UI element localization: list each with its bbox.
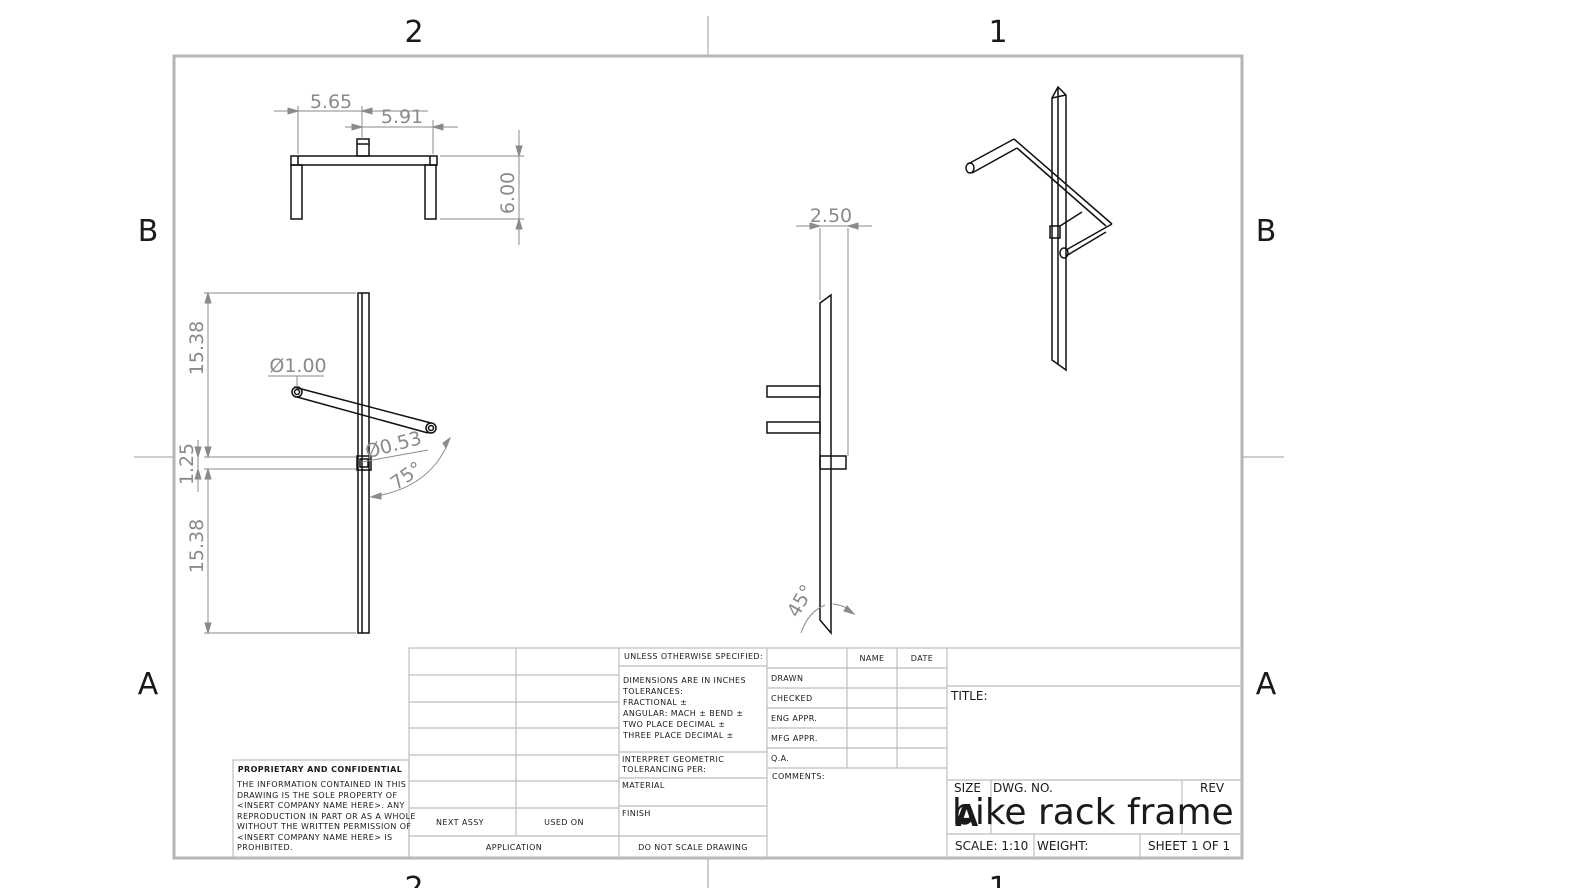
zone-left-b: B xyxy=(138,214,159,249)
dim-bar-angle: 75° xyxy=(386,457,426,494)
tb-size-value: A xyxy=(955,799,979,834)
tb-scale: SCALE: 1:10 xyxy=(955,839,1028,853)
tb-weight: WEIGHT: xyxy=(1037,839,1088,853)
tb-proprietary-line-3: <INSERT COMPANY NAME HERE>. ANY xyxy=(237,801,405,810)
tb-application: APPLICATION xyxy=(486,843,542,852)
tb-note-3: FRACTIONAL ± xyxy=(623,698,687,707)
title-block-lines xyxy=(232,647,1243,859)
tb-row-checked: CHECKED xyxy=(771,694,813,703)
dim-tube-diameter: Ø0.53 xyxy=(363,427,424,463)
zone-bottom-1: 1 xyxy=(988,871,1007,888)
tb-proprietary-line-2: DRAWING IS THE SOLE PROPERTY OF xyxy=(237,791,398,800)
zone-bottom-2: 2 xyxy=(404,871,423,888)
tb-note-1: DIMENSIONS ARE IN INCHES xyxy=(623,676,746,685)
zone-right-a: A xyxy=(1256,667,1277,702)
tb-row-qa: Q.A. xyxy=(771,754,789,763)
tb-material: MATERIAL xyxy=(622,781,665,790)
tb-proprietary-title: PROPRIETARY AND CONFIDENTIAL xyxy=(238,765,402,774)
isometric-view xyxy=(965,85,1113,372)
tb-proprietary-line-6: <INSERT COMPANY NAME HERE> IS xyxy=(237,833,393,842)
zone-left-a: A xyxy=(138,667,159,702)
dim-top-width-right: 5.91 xyxy=(381,106,423,128)
dim-top-height: 6.00 xyxy=(497,172,519,214)
tb-sheet: SHEET 1 OF 1 xyxy=(1148,839,1230,853)
tb-used-on: USED ON xyxy=(544,818,584,827)
tb-title-label: TITLE: xyxy=(950,689,988,703)
zone-markers: 2 1 2 1 B A B A xyxy=(134,15,1284,888)
tb-note-6: THREE PLACE DECIMAL ± xyxy=(622,731,734,740)
tb-date-col: DATE xyxy=(911,654,933,663)
dim-bar-diameter: Ø1.00 xyxy=(269,355,326,377)
tb-next-assy: NEXT ASSY xyxy=(436,818,484,827)
tb-finish: FINISH xyxy=(622,809,651,818)
tb-row-drawn: DRAWN xyxy=(771,674,803,683)
tb-comments: COMMENTS: xyxy=(772,772,825,781)
zone-top-2: 2 xyxy=(404,15,423,50)
zone-top-1: 1 xyxy=(988,15,1007,50)
tb-drawing-name: bike rack frame xyxy=(952,792,1234,833)
dim-top-width-left: 5.65 xyxy=(310,91,352,113)
tb-row-eng: ENG APPR. xyxy=(771,714,817,723)
tb-proprietary-line-4: REPRODUCTION IN PART OR AS A WHOLE xyxy=(237,812,416,821)
dim-front-upper: 15.38 xyxy=(186,321,208,375)
tb-proprietary-line-5: WITHOUT THE WRITTEN PERMISSION OF xyxy=(237,822,411,831)
tb-name-col: NAME xyxy=(859,654,884,663)
dim-side-width: 2.50 xyxy=(810,205,852,227)
tb-size-label: SIZE xyxy=(954,781,981,795)
tb-proprietary-line-1: THE INFORMATION CONTAINED IN THIS xyxy=(236,780,406,789)
tb-note-2: TOLERANCES: xyxy=(622,687,683,696)
tb-row-mfg: MFG APPR. xyxy=(771,734,818,743)
top-view-dimensions xyxy=(274,106,524,245)
tb-note-5: TWO PLACE DECIMAL ± xyxy=(622,720,725,729)
tb-rev-label: REV xyxy=(1200,781,1225,795)
tb-interpret-2: TOLERANCING PER: xyxy=(621,765,706,774)
tb-proprietary-line-7: PROHIBITED. xyxy=(237,843,293,852)
side-view xyxy=(766,293,847,636)
top-view xyxy=(290,138,438,220)
tb-unless: UNLESS OTHERWISE SPECIFIED: xyxy=(624,652,763,661)
tb-dwg-no-label: DWG. NO. xyxy=(993,781,1053,795)
tb-note-4: ANGULAR: MACH ± BEND ± xyxy=(623,709,744,718)
zone-right-b: B xyxy=(1256,214,1277,249)
tb-interpret-1: INTERPRET GEOMETRIC xyxy=(622,755,724,764)
front-view-dimensions xyxy=(194,291,452,635)
dim-side-angle: 45° xyxy=(783,581,819,621)
side-view-dimensions xyxy=(796,222,872,634)
tb-do-not-scale: DO NOT SCALE DRAWING xyxy=(638,843,748,852)
dim-front-gap: 1.25 xyxy=(176,443,198,485)
dim-front-lower: 15.38 xyxy=(186,519,208,573)
